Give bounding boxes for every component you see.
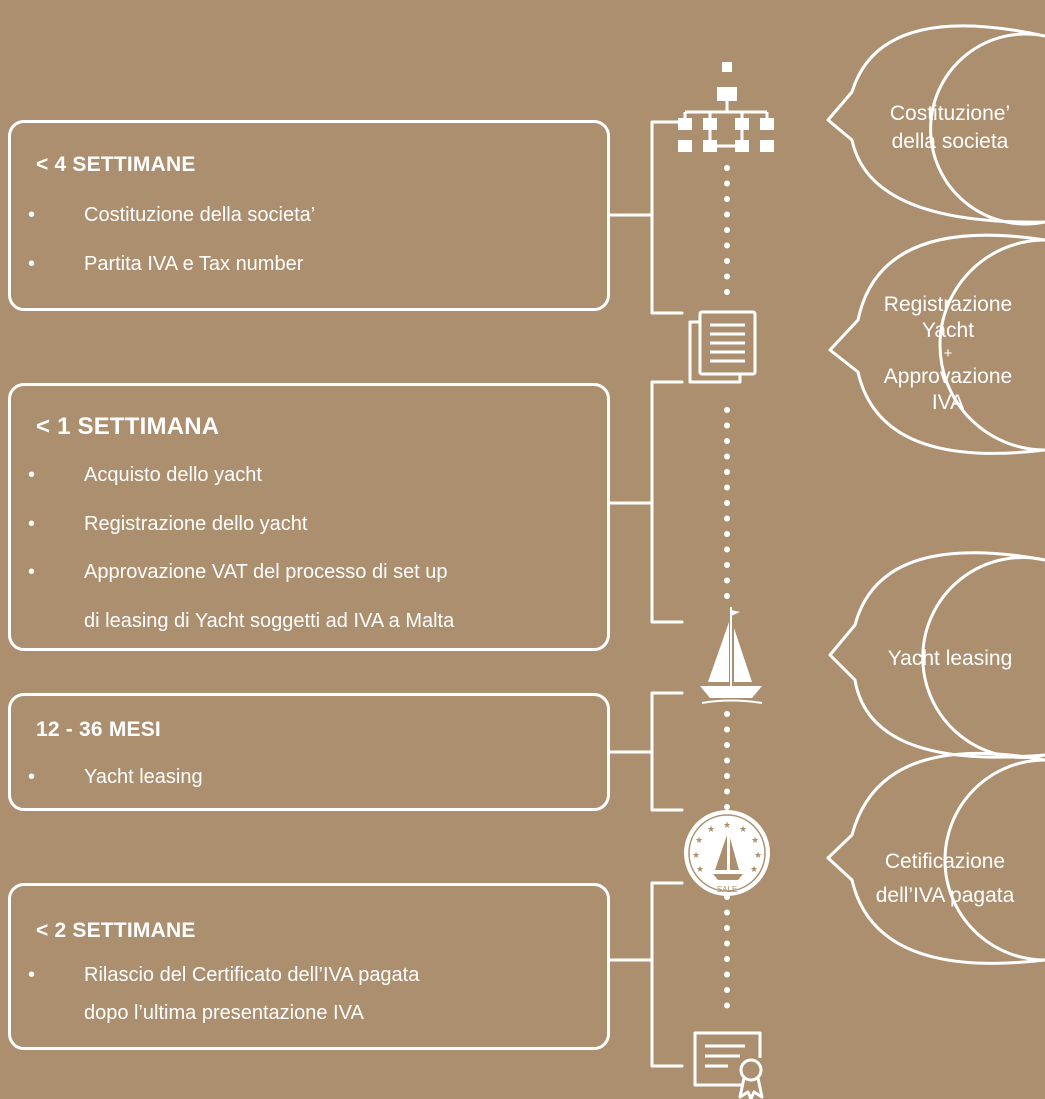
eu-seal-icon: ★ ★ ★ ★ ★ ★ ★ ★ ★ SALE <box>684 810 770 896</box>
svg-text:★: ★ <box>695 836 703 846</box>
timeline-dot <box>724 593 730 599</box>
timeline-dot <box>724 562 730 568</box>
bracket-4 <box>650 881 684 1068</box>
step-2-item-2: •Registrazione dello yacht <box>28 513 308 535</box>
step-2-item-1: •Acquisto dello yacht <box>28 464 262 486</box>
timeline-dot <box>724 227 730 233</box>
timeline-dot <box>724 773 730 779</box>
bubble-line: Registrazione <box>883 293 1013 316</box>
step-2-item-3-continuation: di leasing di Yacht soggetti ad IVA a Ma… <box>84 610 455 632</box>
bullet-glyph: • <box>28 513 36 535</box>
timeline-dot <box>724 453 730 460</box>
step-box-2 <box>8 383 610 651</box>
timeline-dot <box>724 987 730 993</box>
timeline-dot <box>724 258 730 264</box>
svg-text:★: ★ <box>750 865 758 875</box>
timeline-dot <box>724 757 730 764</box>
timeline-dot <box>724 940 730 947</box>
bracket-1 <box>650 120 684 315</box>
certificate-icon <box>693 1031 764 1099</box>
timeline-dot <box>724 894 730 900</box>
documents-icon <box>688 310 757 384</box>
timeline-dot <box>724 531 730 537</box>
bubble-line: Costituzione’ <box>889 102 1011 125</box>
bubble-line: dell’IVA pagata <box>875 884 1015 907</box>
step-3-item-1: •Yacht leasing <box>28 766 203 788</box>
timeline-dot <box>724 484 730 491</box>
timeline-dot <box>724 726 730 733</box>
step-4-item-1: •Rilascio del Certificato dell’IVA pagat… <box>28 964 420 986</box>
timeline-dot <box>724 1002 730 1009</box>
step-1-item-1: •Costituzione della societa’ <box>28 204 316 226</box>
bubble-line: IVA <box>931 391 965 414</box>
bubble-line: Approvazione <box>883 365 1013 388</box>
timeline-dot <box>724 711 730 717</box>
bracket-3 <box>650 691 684 812</box>
bubble-line: + <box>943 345 953 362</box>
bullet-glyph: • <box>28 561 36 583</box>
timeline-dots <box>724 165 730 1009</box>
step-box-3 <box>8 693 610 811</box>
timeline-dot <box>724 500 730 506</box>
bracket-2 <box>650 380 684 624</box>
timeline-dot <box>724 422 730 429</box>
bullet-glyph: • <box>28 204 36 226</box>
timeline-dot <box>724 804 730 810</box>
bubble-line: Yacht leasing <box>887 647 1013 670</box>
timeline-dot <box>724 165 730 171</box>
step-title-2: < 1 SETTIMANA <box>36 413 220 440</box>
svg-text:★: ★ <box>696 865 704 875</box>
timeline-dot <box>724 925 730 931</box>
timeline-dot <box>724 788 730 795</box>
timeline-dot <box>724 438 730 444</box>
bubble-2-text: Registrazione Yacht + Approvazione IVA <box>884 292 1012 416</box>
bullet-glyph: • <box>28 253 36 275</box>
svg-text:★: ★ <box>754 851 762 861</box>
bullet-glyph: • <box>28 766 36 788</box>
bullet-glyph: • <box>28 464 36 486</box>
timeline-dot <box>724 515 730 522</box>
timeline-dot <box>724 546 730 553</box>
bubble-4-text: Cetificazione dell’IVA pagata <box>876 845 1015 913</box>
step-title-1: < 4 SETTIMANE <box>36 153 196 176</box>
bubble-1-text: Costituzione’ della societa <box>890 100 1010 156</box>
timeline-dot <box>724 180 730 187</box>
bubble-line: Yacht <box>921 319 975 342</box>
svg-text:★: ★ <box>692 851 700 861</box>
svg-text:★: ★ <box>751 836 759 846</box>
timeline-dot <box>724 407 730 413</box>
sailboat-icon <box>700 607 763 704</box>
timeline-dot <box>724 242 730 249</box>
step-1-item-2: •Partita IVA e Tax number <box>28 253 304 275</box>
timeline-dot <box>724 956 730 962</box>
timeline-dot <box>724 577 730 584</box>
timeline-dot <box>724 469 730 475</box>
seal-label: SALE <box>717 885 737 894</box>
bullet-glyph: • <box>28 964 36 986</box>
org-chart-icon <box>678 62 774 152</box>
bubble-3-text: Yacht leasing <box>888 645 1013 673</box>
timeline-dot <box>724 289 730 295</box>
timeline-dot <box>724 211 730 218</box>
timeline-dot <box>724 909 730 916</box>
svg-text:★: ★ <box>707 825 715 835</box>
svg-text:★: ★ <box>739 825 747 835</box>
svg-text:★: ★ <box>723 821 731 831</box>
step-box-4 <box>8 883 610 1050</box>
timeline-dot <box>724 273 730 280</box>
step-title-4: < 2 SETTIMANE <box>36 919 196 942</box>
timeline-dot <box>724 742 730 748</box>
timeline-dot <box>724 971 730 978</box>
step-4-item-1-continuation: dopo l’ultima presentazione IVA <box>84 1002 364 1024</box>
bubble-line: Cetificazione <box>884 850 1006 873</box>
step-title-3: 12 - 36 MESI <box>36 718 161 741</box>
bubble-line: della societa <box>891 130 1009 153</box>
step-2-item-3: •Approvazione VAT del processo di set up <box>28 561 448 583</box>
step-box-1 <box>8 120 610 311</box>
timeline-dot <box>724 196 730 202</box>
